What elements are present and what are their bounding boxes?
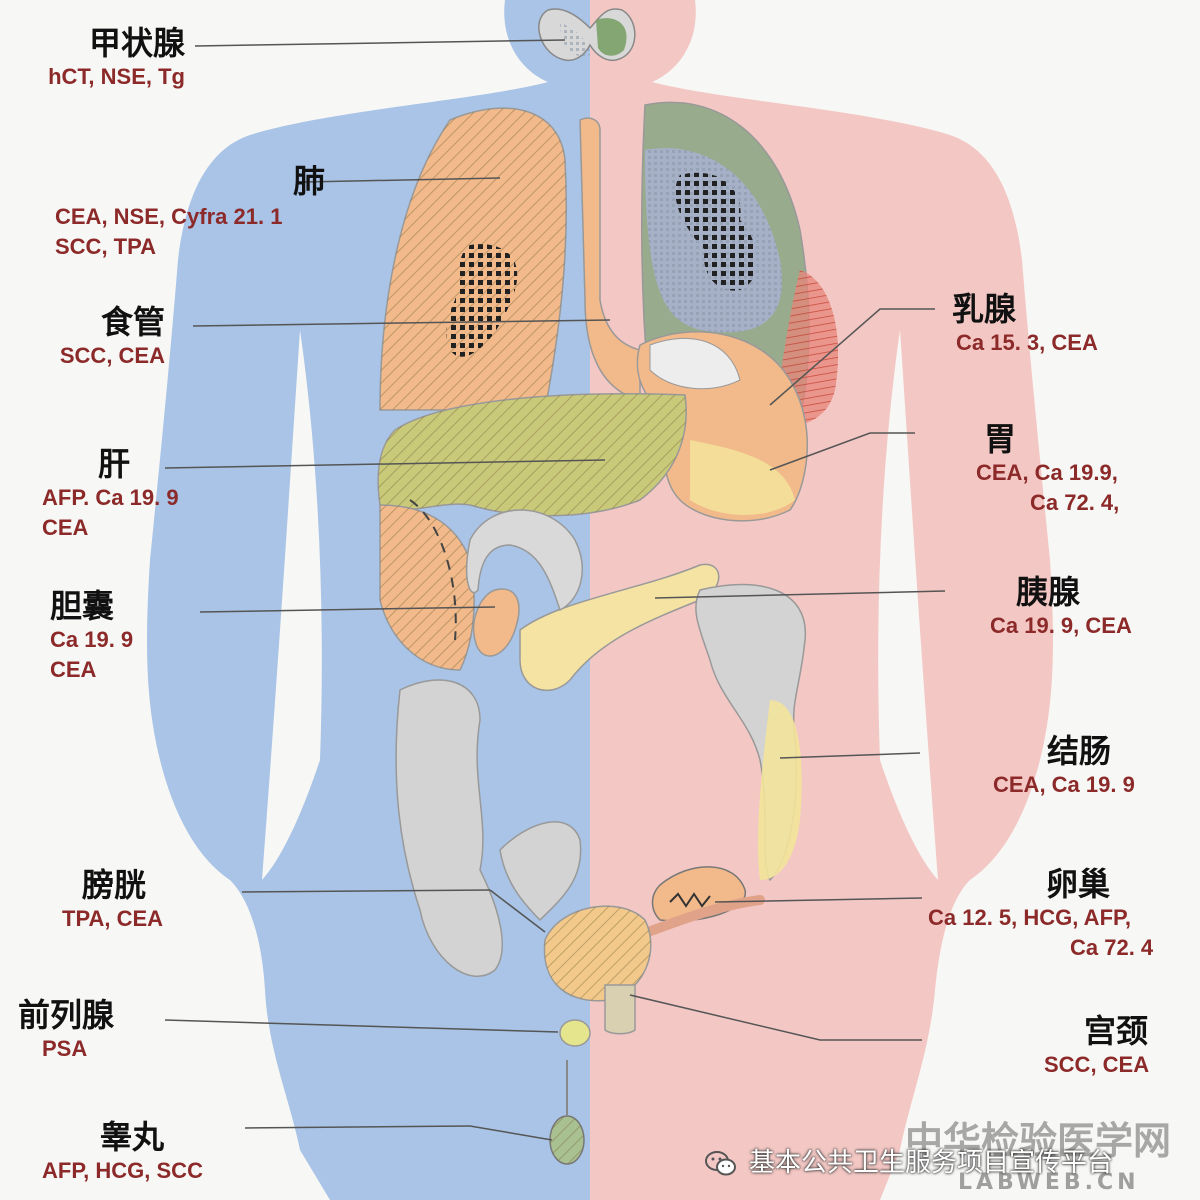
prostate-organ [559,1019,591,1047]
watermark-site-name: 中华检验医学网 [905,1119,1172,1163]
label-lung-markers: CEA, NSE, Cyfra 21. 1 SCC, TPA [55,202,282,262]
marker-line-liver-2: CEA [42,515,89,540]
watermark-account: 基本公共卫生服务项目宣传平台 [705,1142,1113,1179]
organ-name-bladder: 膀胱 [82,866,147,904]
label-prostate: 前列腺 PSA [18,996,114,1064]
marker-line-colon-1: CEA, Ca 19. 9 [993,772,1135,797]
label-lung: 肺 [293,162,325,200]
marker-line-liver-1: AFP. Ca 19. 9 [42,485,179,510]
label-testis: 睾丸 AFP, HCG, SCC [42,1118,203,1186]
organ-name-ovary: 卵巢 [1046,865,1111,903]
leader-line-testis [244,1125,471,1129]
leader-line-bladder [241,889,491,893]
label-pancreas: 胰腺 Ca 19. 9, CEA [990,573,1132,641]
leader-line-lung [304,177,501,183]
marker-line-pancreas-1: Ca 19. 9, CEA [990,613,1132,638]
marker-line-lung-2: SCC, TPA [55,234,157,259]
organ-name-gallbladder: 胆囊 [50,587,115,625]
marker-line-esophagus-1: SCC, CEA [59,343,165,368]
thyroid-organ [538,8,636,62]
leader-line-gallbladder [199,606,496,613]
leader-line-thyroid [194,39,566,47]
organ-name-lung: 肺 [292,162,325,200]
label-cervix: 宫颈 SCC, CEA [1044,1012,1149,1080]
organ-name-colon: 结肠 [1047,732,1112,770]
watermark-account-text: 基本公共卫生服务项目宣传平台 [749,1148,1114,1178]
label-ovary: 卵巢 Ca 12. 5, HCG, AFP, Ca 72. 4 [928,865,1153,963]
leader-line-bladder-tail [489,889,546,933]
organ-name-prostate: 前列腺 [18,996,115,1034]
stomach-organ [636,331,808,522]
organ-name-cervix: 宫颈 [1084,1012,1149,1050]
colon-organ [395,583,806,977]
leader-line-esophagus [192,319,611,327]
testis-organ [549,1060,585,1165]
organ-name-breast: 乳腺 [952,290,1017,328]
wechat-icon [705,1150,737,1178]
marker-line-bladder-1: TPA, CEA [62,906,164,931]
marker-line-prostate-1: PSA [42,1036,88,1061]
leader-line-breast [769,308,935,406]
leader-line-stomach [769,432,915,471]
label-bladder: 膀胱 TPA, CEA [62,866,163,934]
label-liver: 肝 AFP. Ca 19. 9 CEA [42,445,179,543]
leader-lines [164,39,946,1141]
marker-line-breast-1: Ca 15. 3, CEA [956,330,1098,355]
marker-line-gallbladder-2: CEA [50,657,97,682]
marker-line-stomach-2: Ca 72. 4, [1030,490,1120,515]
watermark-site-url: LABWEB.CN [958,1170,1140,1195]
marker-line-thyroid-1: hCT, NSE, Tg [48,64,185,89]
marker-line-stomach-1: CEA, Ca 19.9, [976,460,1118,485]
marker-line-ovary-2: Ca 72. 4 [1070,935,1154,960]
marker-line-lung-1: CEA, NSE, Cyfra 21. 1 [55,204,283,229]
label-esophagus: 食管 SCC, CEA [60,303,165,371]
marker-line-ovary-1: Ca 12. 5, HCG, AFP, [928,905,1131,930]
label-gallbladder: 胆囊 Ca 19. 9 CEA [50,587,133,685]
organ-name-esophagus: 食管 [100,303,165,341]
label-thyroid: 甲状腺 hCT, NSE, Tg [48,24,185,92]
label-stomach: 胃 CEA, Ca 19.9, Ca 72. 4, [976,420,1119,518]
organ-name-pancreas: 胰腺 [1016,573,1081,611]
leader-line-pancreas [654,590,946,599]
leader-line-testis-tail [469,1125,553,1141]
label-colon: 结肠 CEA, Ca 19. 9 [993,732,1135,800]
organ-name-testis: 睾丸 [100,1118,165,1156]
leader-line-liver [164,459,606,469]
bladder-organ [543,905,652,1035]
leader-line-cervix [629,994,922,1041]
marker-line-testis-1: AFP, HCG, SCC [42,1158,203,1183]
organ-name-stomach: 胃 [984,420,1017,458]
marker-line-gallbladder-1: Ca 19. 9 [50,627,134,652]
marker-line-cervix-1: SCC, CEA [1044,1052,1150,1077]
organ-name-thyroid: 甲状腺 [88,24,185,62]
organ-name-liver: 肝 [98,445,131,483]
liver-organ [377,393,687,671]
label-breast: 乳腺 Ca 15. 3, CEA [952,290,1098,358]
leader-line-prostate [164,1019,559,1033]
gallbladder-organ [465,509,583,657]
leader-line-colon [779,752,921,759]
leader-line-ovary [714,897,923,903]
